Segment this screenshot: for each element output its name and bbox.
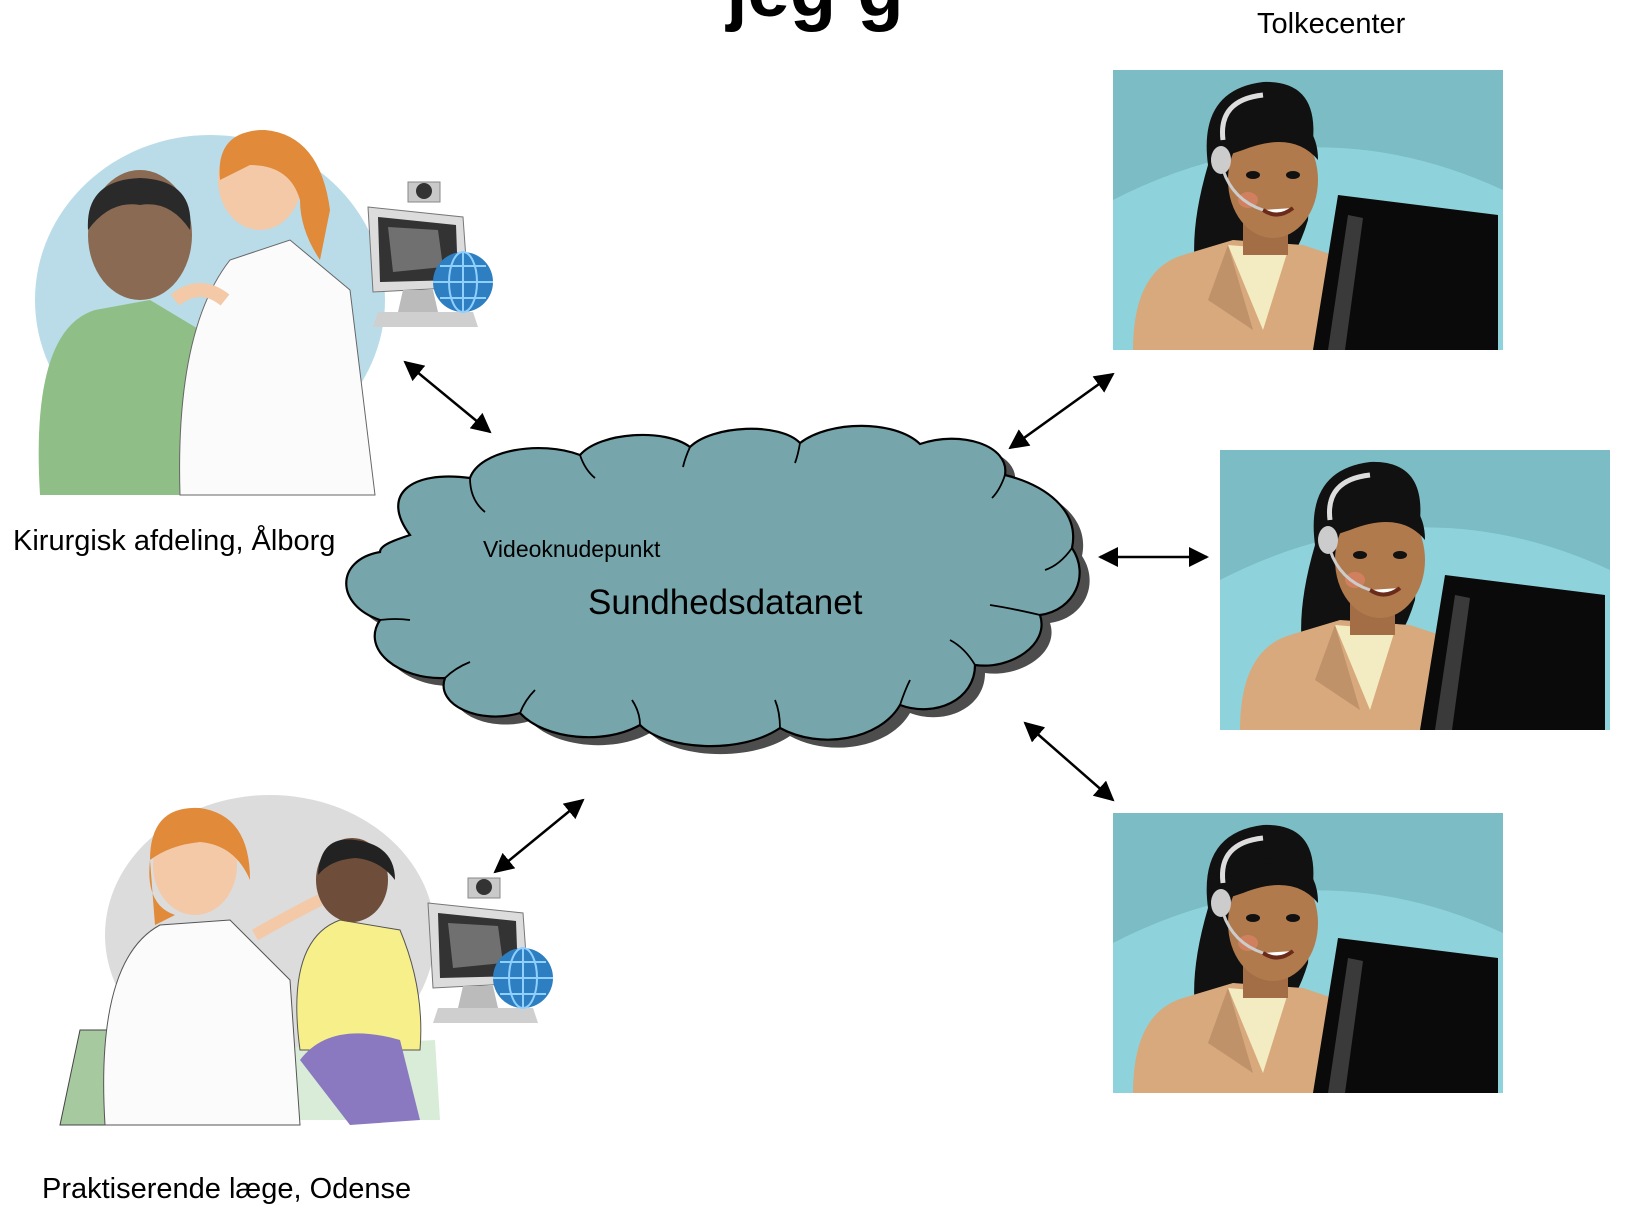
doctor-patient-clipart-aalborg: [35, 130, 385, 496]
double-arrow-icon: [403, 360, 492, 434]
double-arrow-icon: [1023, 721, 1115, 802]
webcam-computer-icon-aalborg: [367, 181, 494, 328]
sundhedsdatanet-cloud: [345, 424, 1090, 755]
doctor-patient-clipart-odense: [59, 795, 440, 1126]
double-arrow-icon: [493, 798, 585, 874]
webcam-computer-icon-odense: [427, 877, 554, 1024]
interpreter-image-2: [1220, 450, 1610, 730]
aalborg-label: Kirurgisk afdeling, Ålborg: [13, 525, 336, 557]
network-label: Sundhedsdatanet: [588, 583, 863, 622]
node-label: Videoknudepunkt: [483, 536, 661, 562]
interpreter-image-3: [1113, 813, 1503, 1093]
tolkecenter-label: Tolkecenter: [1257, 8, 1406, 40]
interpreter-image-1: [1113, 70, 1503, 350]
double-arrow-icon: [1008, 372, 1115, 450]
odense-label: Praktiserende læge, Odense: [42, 1173, 412, 1205]
page-title: jeg g: [724, 0, 903, 33]
